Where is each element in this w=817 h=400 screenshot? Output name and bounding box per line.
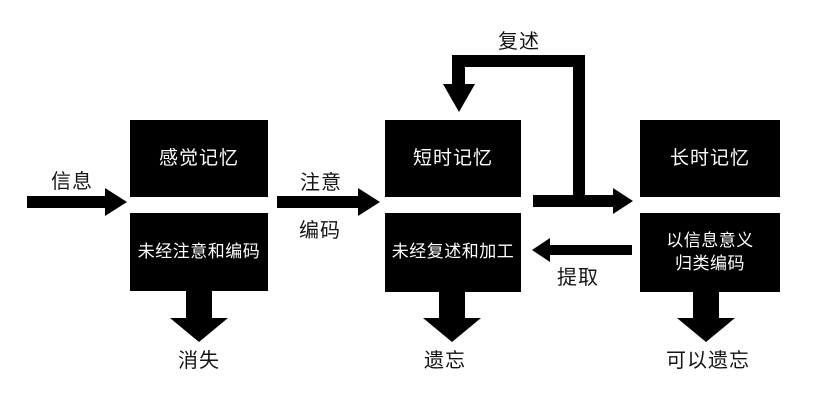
rehearsal-arrowhead-icon — [443, 84, 475, 112]
vanish-arrowhead-icon — [170, 318, 228, 342]
information-arrowhead-icon — [105, 188, 127, 216]
forgotten-label: 遗忘 — [424, 350, 466, 372]
node-sensory-unattended-label: 未经注意和编码 — [137, 241, 261, 261]
information-arrow-shaft — [27, 196, 107, 208]
stm-to-ltm-arrowhead-icon — [613, 188, 633, 214]
node-sensory-memory: 感觉记忆 — [130, 120, 268, 197]
node-long-term-encoding: 以信息意义 归类编码 — [640, 213, 780, 292]
node-short-term-unrehearsed: 未经复述和加工 — [385, 213, 521, 292]
attention-arrowhead-icon — [358, 188, 380, 216]
rehearsal-label: 复述 — [498, 31, 540, 53]
information-label: 信息 — [51, 171, 93, 193]
forgotten-arrowhead-icon — [423, 318, 481, 342]
node-sensory-memory-label: 感觉记忆 — [158, 147, 239, 169]
node-long-term-memory-label: 长时记忆 — [669, 147, 750, 169]
may-be-forgotten-label: 可以遗忘 — [666, 350, 750, 372]
forgotten-arrow-stem — [439, 292, 465, 318]
retrieval-arrowhead-icon — [532, 238, 550, 262]
rehearsal-loop-right-segment — [573, 55, 585, 207]
node-long-term-memory: 长时记忆 — [640, 120, 780, 197]
may-be-forgotten-arrow-stem — [693, 292, 719, 318]
vanish-label: 消失 — [178, 350, 220, 372]
attention-arrow-shaft — [277, 196, 358, 208]
node-short-term-memory: 短时记忆 — [385, 120, 521, 197]
vanish-arrow-stem — [186, 291, 212, 318]
stm-to-ltm-arrow-shaft — [533, 195, 613, 207]
node-long-term-encoding-line1: 以信息意义 — [666, 230, 754, 250]
retrieval-arrow-shaft — [550, 245, 632, 255]
node-sensory-unattended: 未经注意和编码 — [130, 213, 268, 291]
rehearsal-loop-left-segment — [452, 55, 465, 84]
attention-label: 注意 — [300, 172, 342, 194]
may-be-forgotten-arrowhead-icon — [677, 318, 735, 342]
node-long-term-encoding-line2: 归类编码 — [675, 253, 745, 273]
encoding-label: 编码 — [299, 220, 341, 242]
rehearsal-loop-top-segment — [452, 55, 585, 67]
retrieval-label: 提取 — [557, 267, 599, 289]
node-short-term-memory-label: 短时记忆 — [412, 147, 493, 169]
node-short-term-unrehearsed-label: 未经复述和加工 — [391, 242, 515, 262]
